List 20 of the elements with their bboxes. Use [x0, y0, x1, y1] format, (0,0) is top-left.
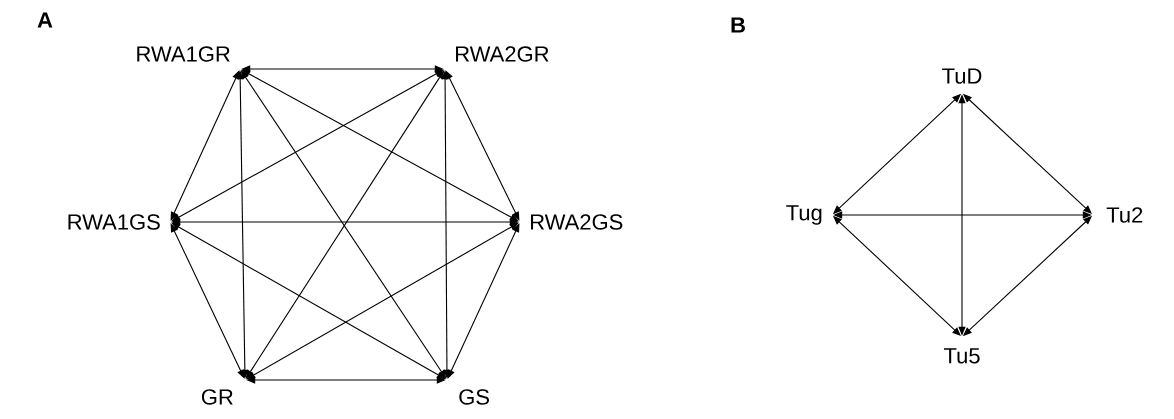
node-label: RWA2GR	[456, 46, 549, 62]
node-label: Tug	[786, 205, 822, 225]
arrow	[170, 223, 245, 379]
node-label: GR	[201, 389, 233, 405]
node-label: Tu2	[1106, 207, 1143, 223]
node-label: RWA1GS	[68, 214, 160, 230]
arrow	[241, 69, 519, 222]
node-label: TuD	[942, 68, 982, 84]
node-label: RWA2GS	[531, 214, 623, 230]
node-label: Tu5	[943, 348, 980, 364]
arrow	[170, 70, 240, 221]
node-label: RWA1GR	[137, 46, 230, 62]
arrow	[447, 223, 520, 379]
panel-label: A	[37, 12, 53, 28]
arrow	[246, 222, 519, 380]
panel-label: B	[731, 17, 745, 33]
node-label: GS	[459, 389, 489, 405]
arrow	[171, 222, 446, 380]
arrow	[445, 70, 520, 221]
arrow	[171, 69, 444, 222]
